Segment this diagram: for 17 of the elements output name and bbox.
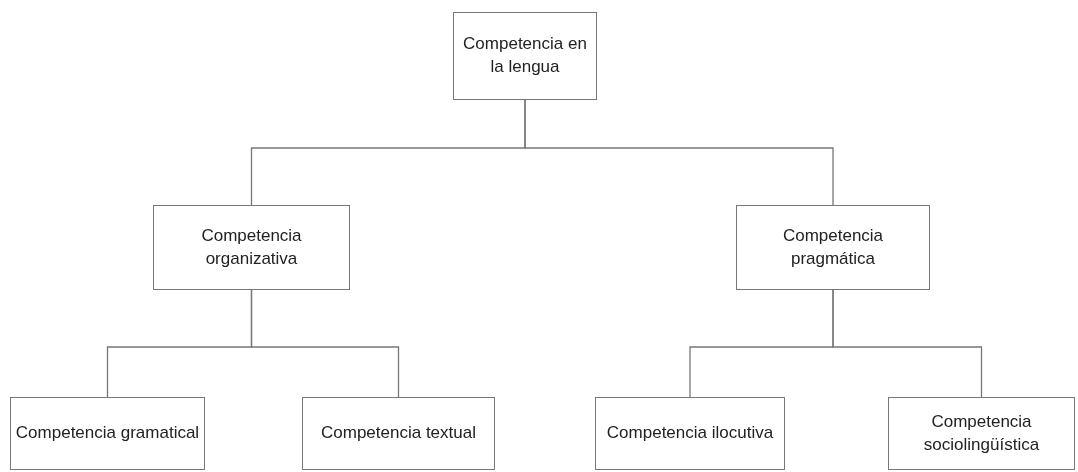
- connector-line: [524, 99, 834, 206]
- concept-box: [302, 397, 495, 470]
- concept-box: [10, 397, 205, 470]
- concept-box: [453, 12, 597, 100]
- concept-box: [736, 205, 930, 290]
- concept-label: Competencia textual: [321, 422, 476, 445]
- connector-line: [832, 289, 983, 398]
- concept-label: Competencia organizativa: [200, 224, 303, 270]
- concept-box: [888, 397, 1075, 470]
- concept-box: [595, 397, 785, 470]
- concept-label: Competencia sociolingüística: [922, 410, 1041, 456]
- concept-box: [153, 205, 350, 290]
- connector-line: [250, 289, 400, 398]
- concept-label: Competencia gramatical: [15, 422, 200, 445]
- concept-label: Competencia pragmática: [781, 224, 885, 270]
- concept-label: Competencia en la lengua: [462, 33, 588, 78]
- concept-label: Competencia ilocutiva: [606, 422, 774, 445]
